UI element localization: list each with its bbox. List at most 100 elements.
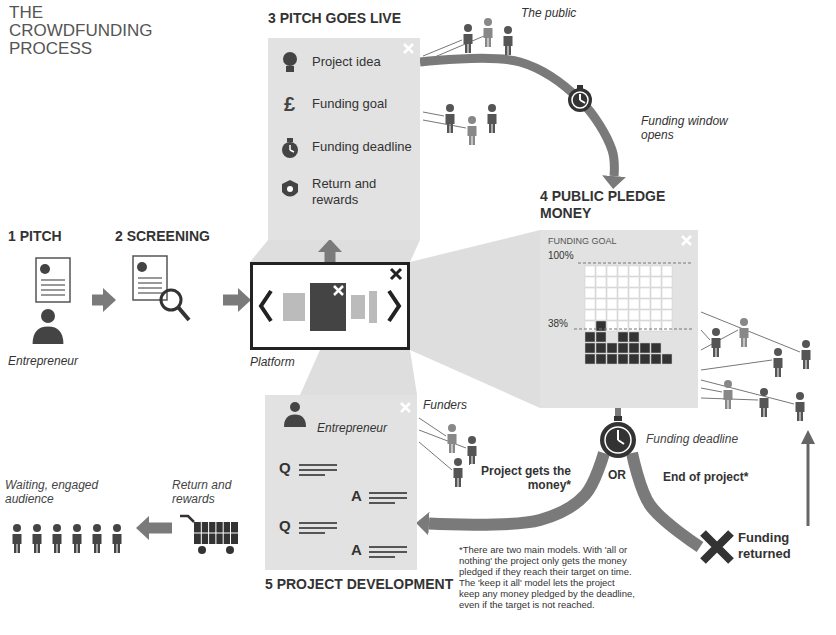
bulb-icon: [40, 264, 50, 274]
pledge-square: [596, 343, 606, 353]
cart-wheel: [198, 546, 206, 554]
stopwatch-icon: [600, 422, 636, 458]
text-line: [369, 556, 395, 558]
pledge-square: [618, 299, 628, 309]
step-heading: 4 PUBLIC PLEDGE MONEY: [540, 188, 698, 222]
close-mark: [401, 403, 410, 412]
group-label: Funders: [422, 398, 468, 412]
bulb-base: [286, 66, 294, 72]
flow-connector: [223, 295, 238, 306]
pledge-square: [596, 266, 606, 276]
flow-connector: [632, 453, 700, 547]
person-head: [484, 18, 492, 26]
person-body: [464, 34, 473, 53]
person-body: [504, 36, 513, 55]
node-text: A: [351, 487, 362, 505]
text-line: [369, 497, 407, 499]
pledge-square: [662, 277, 672, 287]
pledge-panel: 4 PUBLIC PLEDGE MONEYFUNDING GOAL100%38%: [540, 188, 698, 408]
node-icon: [253, 265, 407, 347]
person-head: [33, 524, 41, 532]
person-head: [488, 104, 496, 112]
person-body: [454, 468, 463, 487]
pledge-square: [618, 266, 628, 276]
cart-wheel: [226, 546, 234, 554]
person-body: [448, 434, 457, 453]
step-heading: 3 PITCH GOES LIVE: [268, 10, 401, 27]
text-line: [41, 289, 65, 291]
group-label: The public: [520, 6, 602, 20]
text-line: [138, 277, 162, 279]
stopwatch-face: [605, 427, 631, 453]
magnifier-handle: [178, 307, 189, 320]
development-panel: 5 PROJECT DEVELOPMENTEntrepreneurQAQA: [265, 395, 417, 600]
node-text: Entrepreneur: [317, 421, 387, 435]
step-heading: 5 PROJECT DEVELOPMENT: [265, 576, 453, 593]
person-head: [712, 328, 720, 336]
person-head: [724, 380, 732, 388]
node-text: 100%: [548, 250, 574, 262]
flow-connector: [149, 523, 172, 534]
stopwatch-icon: [282, 142, 298, 158]
pledge-square: [651, 277, 661, 287]
close-mark: [682, 236, 691, 245]
person-head: [464, 24, 472, 32]
pledge-square: [640, 277, 650, 287]
node-icon: [8, 228, 92, 373]
pledge-square: [585, 266, 595, 276]
text-line: [369, 551, 407, 553]
text-line: [41, 294, 65, 296]
pledge-square: [662, 266, 672, 276]
pledge-square: [607, 343, 617, 353]
text-line: [299, 474, 325, 476]
cross-mark: [703, 533, 731, 561]
person-body: [488, 114, 497, 133]
pledge-square: [596, 310, 606, 320]
node-text: Waiting, engaged audience: [5, 478, 115, 507]
bulb-icon: [283, 52, 297, 66]
connector-label: Project gets the money*: [470, 464, 572, 493]
pledge-square: [640, 299, 650, 309]
person-shoulders: [33, 327, 64, 345]
pledge-square: [651, 299, 661, 309]
text-line: [369, 546, 407, 548]
node-text: Q: [279, 517, 291, 535]
close-mark: [391, 269, 401, 279]
person-body: [484, 28, 493, 47]
person-shoulders: [284, 415, 306, 428]
pledge-square: [618, 288, 628, 298]
crowd: [419, 18, 811, 487]
bulb-icon: [137, 262, 147, 272]
step-heading: Funding returned: [738, 530, 828, 561]
pledge-square: [596, 354, 606, 364]
person-body: [760, 398, 769, 417]
card: [283, 293, 305, 321]
flow-connector: [615, 408, 621, 420]
person-head: [504, 26, 512, 34]
text-line: [299, 464, 337, 466]
person-head: [796, 392, 804, 400]
node-text: Return and rewards: [312, 176, 412, 207]
text-line: [369, 492, 407, 494]
or-label: OR: [607, 468, 627, 482]
person-body: [468, 446, 477, 465]
leader-line: [701, 360, 772, 370]
document-icon: [36, 258, 70, 302]
pledge-square: [596, 332, 606, 342]
person-head: [53, 524, 61, 532]
person-head: [446, 104, 454, 112]
pledge-square: [585, 277, 595, 287]
pledge-square: [618, 332, 628, 342]
card: [369, 291, 377, 323]
stopwatch-face: [572, 92, 588, 108]
connector-label: End of project*: [662, 470, 764, 484]
person-head: [41, 309, 55, 323]
currency-icon: £: [283, 92, 296, 116]
pledge-square: [651, 310, 661, 320]
arrow-left: [261, 291, 271, 321]
node-text: Return and rewards: [172, 478, 257, 507]
pledge-square: [585, 288, 595, 298]
zoom-fan: [300, 350, 417, 395]
